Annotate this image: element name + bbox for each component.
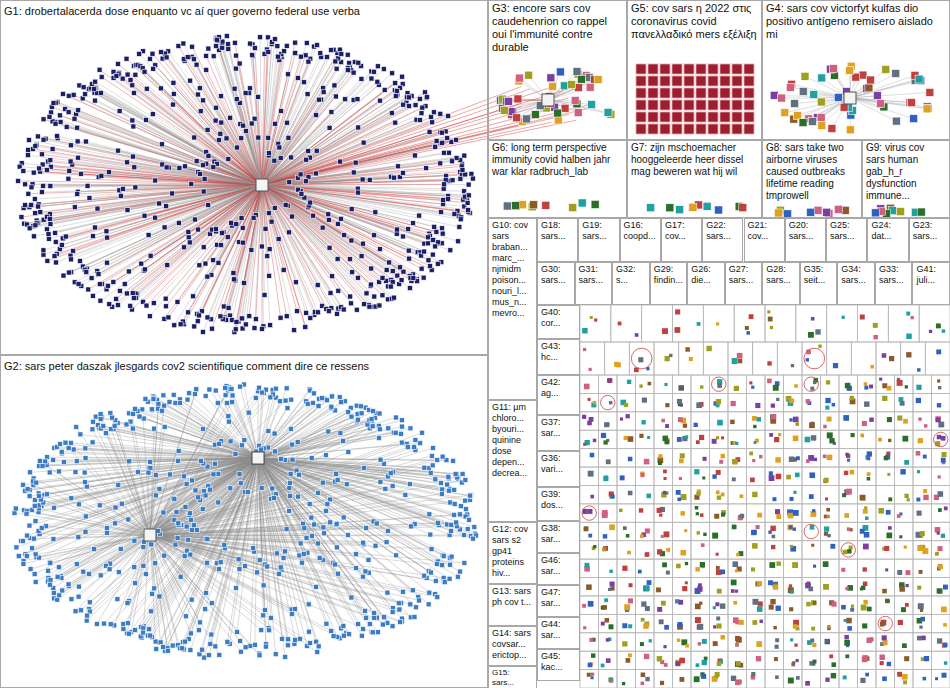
page: {"diagram": { "nodes": [ {"text": ["G1: … [0,0,950,688]
